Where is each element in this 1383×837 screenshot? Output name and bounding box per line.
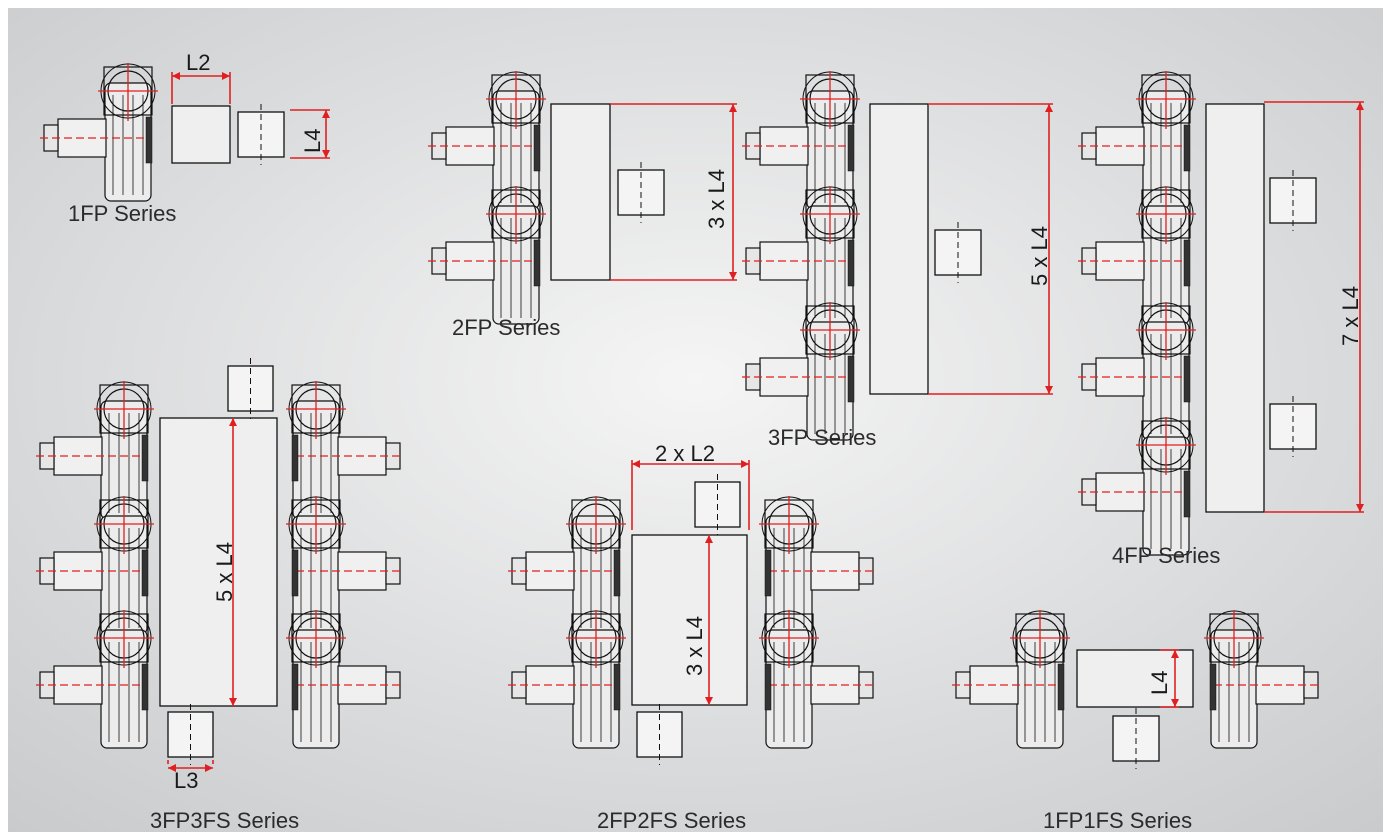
pump-unit [36,496,154,635]
coupling-strip [533,124,541,172]
label-2fp2fs-series: 2FP2FS Series [597,808,746,832]
coupling-strip [764,549,772,597]
pump-unit [952,610,1070,749]
dimension-arrow [322,110,330,118]
dimension-arrow [172,72,180,80]
pump-unit [508,496,626,635]
pump-unit [1204,610,1322,749]
manifold-body-1fp1fs [1076,649,1194,708]
dimension-arrow [1045,386,1053,394]
dimension-arrow [741,460,749,468]
manifold-body-3fp3fs [159,417,278,707]
coupling-strip [613,549,621,597]
coupling-strip [145,116,153,164]
manifold-body-3fp [869,103,929,395]
coupling-strip [613,663,621,711]
dim-2fp2fs-width: 2 x L2 [655,441,715,466]
pump-unit [759,496,877,635]
dimension-arrow [1171,650,1179,658]
pump-unit [742,302,860,441]
coupling-strip [141,549,149,597]
manifold-body-1fp [171,105,231,164]
dimension-arrow [632,460,640,468]
pump-unit [1078,186,1196,325]
coupling-strip [1209,663,1217,711]
pump-unit [742,186,860,325]
coupling-strip [1183,470,1191,518]
coupling-strip [847,239,855,287]
dim-3fp3fs-height: 5 x L4 [212,542,237,602]
dim-3fp3fs-l3: L3 [174,768,198,793]
coupling-strip [141,663,149,711]
pump-units [36,63,1322,749]
manifold-body-2fp2fs [631,534,748,706]
dimension-arrow [1171,699,1179,707]
coupling-strip [291,434,299,482]
manifold-body-2fp [550,103,611,281]
dim-4fp-height: 7 x L4 [1338,286,1363,346]
pump-unit [428,186,546,325]
dimension-arrow [322,150,330,158]
pump-unit [742,71,860,210]
pump-unit [40,63,158,202]
dim-2fp2fs-height: 3 x L4 [682,616,707,676]
dim-1fp1fs-l4: L4 [1147,671,1172,695]
dimension-arrow [705,535,713,543]
coupling-strip [291,549,299,597]
dimension-arrow [205,764,213,772]
pump-unit [508,610,626,749]
coupling-strip [1183,355,1191,403]
dim-1fp-l4: L4 [300,129,325,153]
label-3fp-series: 3FP Series [768,425,876,450]
pump-unit [1078,71,1196,210]
pump-unit [36,610,154,749]
dimension-arrow [222,72,230,80]
dim-3fp-height: 5 x L4 [1027,226,1052,286]
coupling-strip [764,663,772,711]
label-4fp-series: 4FP Series [1112,543,1220,568]
dimension-lines [167,72,1364,772]
coupling-strip [1057,663,1065,711]
dim-2fp-height: 3 x L4 [704,169,729,229]
dimension-arrow [1356,504,1364,512]
pump-unit [759,610,877,749]
pump-unit [36,381,154,520]
dimension-arrow [729,272,737,280]
coupling-strip [1183,239,1191,287]
dim-1fp-l2: L2 [186,50,210,75]
coupling-strip [141,434,149,482]
pump-unit [1078,417,1196,556]
coupling-strip [847,124,855,172]
dimension-arrow [729,104,737,112]
pump-unit [286,610,404,749]
dimension-arrow [229,418,237,426]
manifold-body-4fp [1205,103,1265,513]
label-2fp-series: 2FP Series [452,315,560,340]
coupling-strip [533,239,541,287]
coupling-strip [291,663,299,711]
dimension-arrow [229,698,237,706]
pump-unit [286,496,404,635]
coupling-strip [847,355,855,403]
label-3fp3fs-series: 3FP3FS Series [150,808,299,832]
dimension-arrow [705,697,713,705]
dimension-arrow [1356,102,1364,110]
dimension-arrow [168,764,176,772]
label-1fp1fs-series: 1FP1FS Series [1043,808,1192,832]
coupling-strip [1183,124,1191,172]
dimension-arrow [1045,104,1053,112]
label-1fp-series: 1FP Series [68,201,176,226]
pump-unit [428,71,546,210]
manifold-bodies [159,103,1317,769]
